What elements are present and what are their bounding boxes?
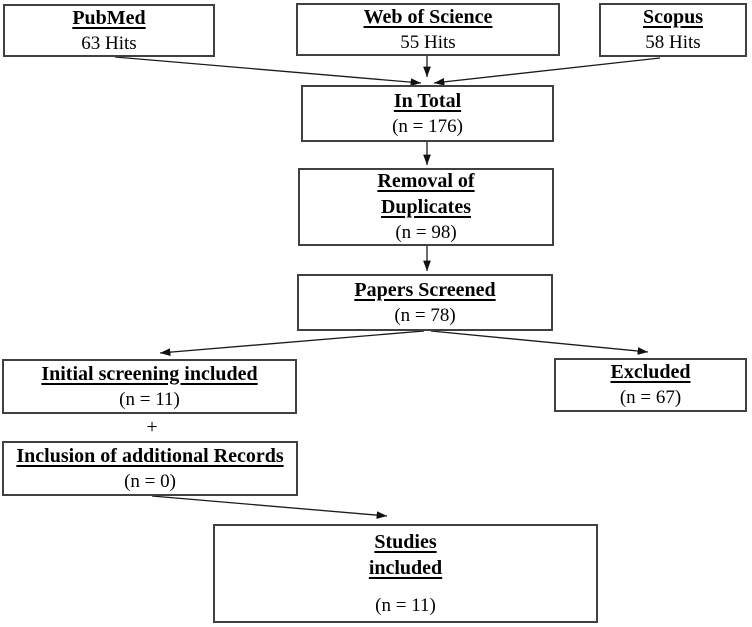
box-scopus-title: Scopus xyxy=(642,6,704,28)
box-papers-screened-title: Papers Screened xyxy=(354,278,496,301)
box-initial-screening-included: Initial screening included (n = 11) xyxy=(2,359,297,414)
box-studies-included: Studies included (n = 11) xyxy=(213,524,598,623)
box-scopus-value: 58 Hits xyxy=(645,32,701,53)
plus-symbol: + xyxy=(146,416,158,438)
box-web-of-science-title: Web of Science xyxy=(363,5,493,28)
box-pubmed: PubMed 63 Hits xyxy=(3,4,215,57)
box-pubmed-value: 63 Hits xyxy=(81,32,137,54)
box-inclusion-of-additional-records-title: Inclusion of additional Records xyxy=(16,444,284,467)
box-excluded-title: Excluded xyxy=(610,361,691,383)
box-removal-of-duplicates: Removal of Duplicates (n = 98) xyxy=(298,168,554,246)
box-web-of-science: Web of Science 55 Hits xyxy=(296,3,560,56)
arrow-papers-screened-to-initial-screening-included xyxy=(159,330,425,357)
arrow-pubmed-to-in-total xyxy=(114,56,422,87)
box-excluded-value: (n = 67) xyxy=(619,387,682,408)
box-pubmed-title: PubMed xyxy=(72,6,146,29)
box-papers-screened-value: (n = 78) xyxy=(394,304,456,326)
box-inclusion-of-additional-records: Inclusion of additional Records (n = 0) xyxy=(2,441,298,496)
box-excluded: Excluded (n = 67) xyxy=(554,358,747,412)
box-removal-of-duplicates-value: (n = 98) xyxy=(395,222,457,243)
box-initial-screening-included-value: (n = 11) xyxy=(119,388,180,410)
box-in-total-title: In Total xyxy=(393,89,462,112)
box-web-of-science-value: 55 Hits xyxy=(400,31,456,53)
box-inclusion-of-additional-records-value: (n = 0) xyxy=(124,470,176,492)
arrow-papers-screened-to-excluded xyxy=(430,330,649,355)
box-papers-screened: Papers Screened (n = 78) xyxy=(297,274,553,331)
arrow-scopus-to-in-total xyxy=(433,57,661,86)
arrow-inclusion-of-additional-records-to-studies-included xyxy=(151,495,388,520)
box-studies-included-title: Studies included xyxy=(368,530,443,579)
box-in-total-value: (n = 176) xyxy=(392,115,463,137)
box-initial-screening-included-title: Initial screening included xyxy=(41,362,258,385)
box-removal-of-duplicates-title: Removal of Duplicates xyxy=(377,170,475,218)
box-studies-included-value: (n = 11) xyxy=(375,594,436,616)
box-scopus: Scopus 58 Hits xyxy=(599,3,747,57)
box-in-total: In Total (n = 176) xyxy=(301,85,554,142)
